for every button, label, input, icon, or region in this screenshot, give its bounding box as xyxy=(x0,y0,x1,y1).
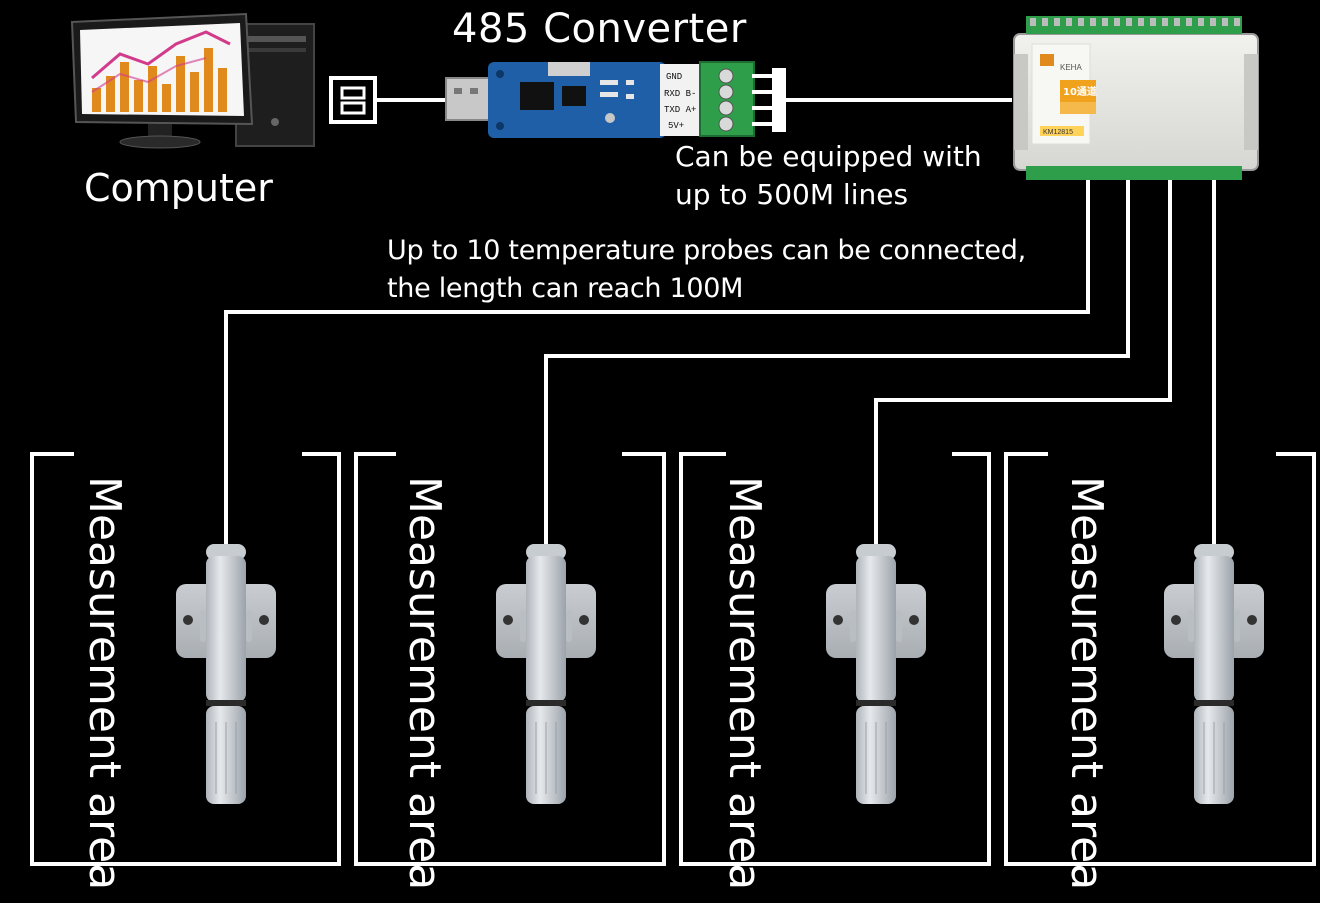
temperature-probe-icon xyxy=(1164,544,1264,804)
probe-wires xyxy=(224,180,1216,548)
probe-note-line-1: Up to 10 temperature probes can be conne… xyxy=(387,235,1026,266)
probe-wire-2 xyxy=(544,180,1130,548)
module-channels: 10通道 xyxy=(1063,85,1097,98)
enclosure-1 xyxy=(30,452,341,866)
measurement-area-label: Measurement area xyxy=(79,476,130,891)
enclosure-4 xyxy=(1004,452,1316,866)
enclosure-2 xyxy=(354,452,666,866)
pin-label: RXD B- xyxy=(664,89,696,99)
line-note-line-1: Can be equipped with xyxy=(675,140,982,173)
pin-label: 5V+ xyxy=(668,121,684,131)
four-wire-bundle xyxy=(752,68,1012,132)
usb-port-icon xyxy=(329,76,377,124)
line-note-line-2: up to 500M lines xyxy=(675,178,909,211)
measurement-area-label: Measurement area xyxy=(1061,476,1112,891)
probe-wire-3 xyxy=(874,180,1172,548)
computer-icon xyxy=(70,12,315,149)
temperature-probe-icon xyxy=(176,544,276,804)
measurement-area-label: Measurement area xyxy=(399,476,450,891)
measurement-area-label: Measurement area xyxy=(719,476,770,891)
module-brand: KEHA xyxy=(1060,63,1082,72)
probe-wire-1 xyxy=(224,180,1090,548)
probe-capacity-note: Up to 10 temperature probes can be conne… xyxy=(387,232,1026,308)
enclosure-3 xyxy=(679,452,991,866)
module-model: KM12815 xyxy=(1043,129,1073,136)
converter-title: 485 Converter xyxy=(452,6,747,52)
temperature-probe-icon xyxy=(826,544,926,804)
pin-label: GND xyxy=(666,72,682,82)
probe-note-line-2: the length can reach 100M xyxy=(387,273,744,304)
line-length-note: Can be equipped with up to 500M lines xyxy=(675,138,982,214)
rs485-converter-icon xyxy=(445,61,755,138)
pin-label: TXD A+ xyxy=(664,105,696,115)
converter-pin-labels: GND RXD B- TXD A+ 5V+ xyxy=(664,72,696,131)
temperature-probe-icon xyxy=(496,544,596,804)
acquisition-module-icon xyxy=(1013,16,1259,180)
computer-label: Computer xyxy=(84,166,273,210)
measurement-enclosures xyxy=(30,452,1316,866)
